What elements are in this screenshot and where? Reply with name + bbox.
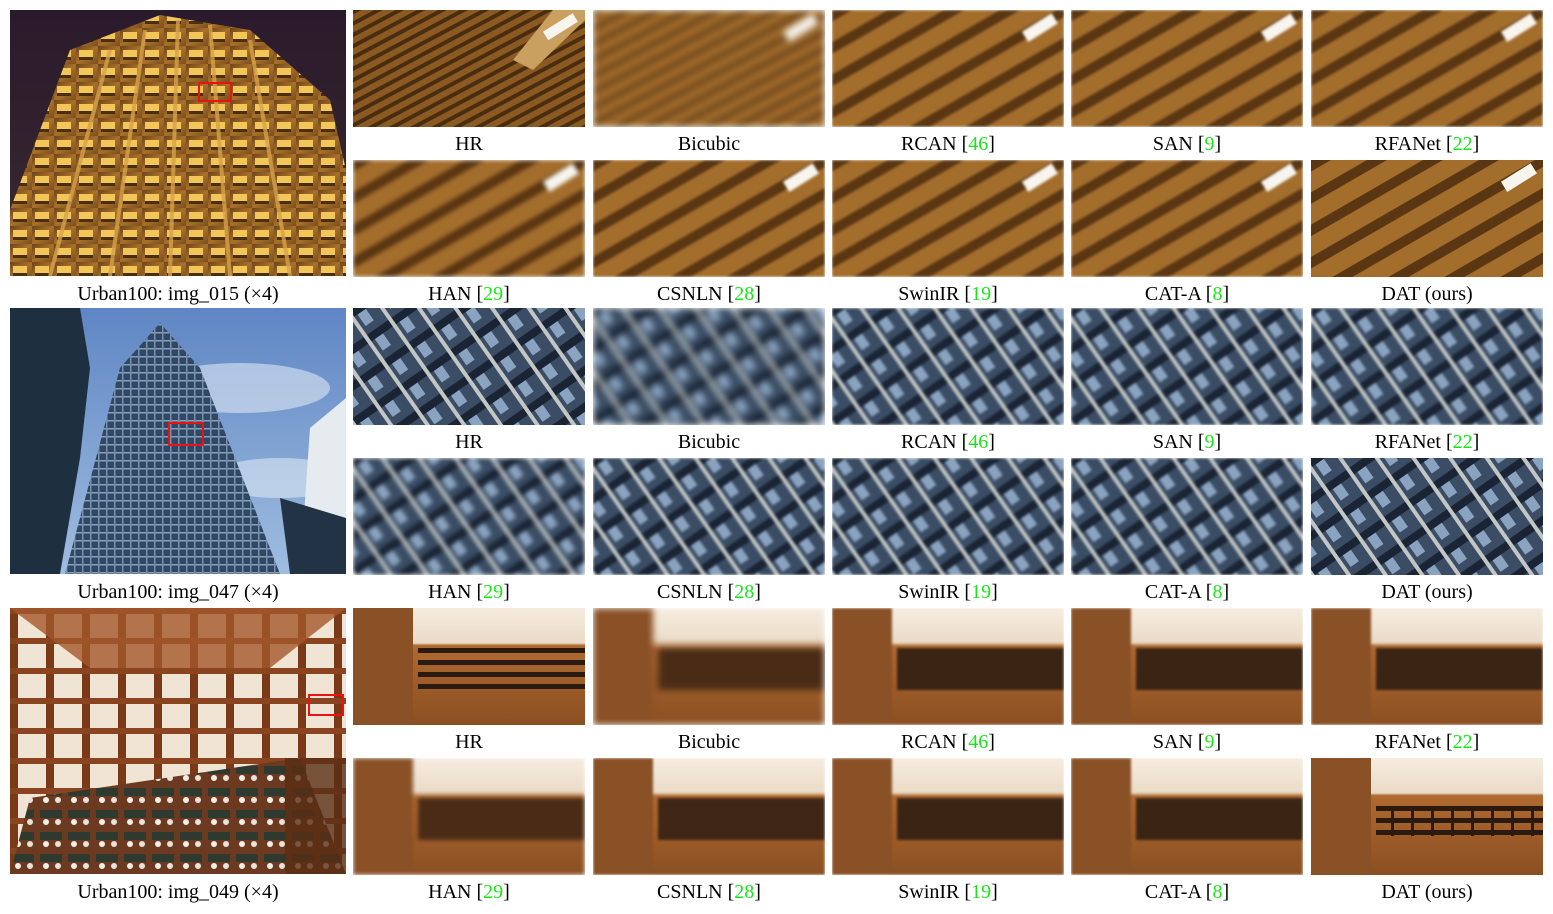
caption-rcan: RCAN [46] [901,731,995,753]
crop-hr [353,308,585,425]
caption-swinir: SwinIR [19] [898,581,998,603]
crop-swinir [832,758,1064,875]
caption-hr: HR [455,431,483,453]
caption-dat: DAT (ours) [1381,881,1473,903]
crop-han [353,458,585,575]
crop-rfanet [1311,308,1543,425]
crop-han [353,758,585,875]
crop-csnln [593,458,825,575]
main-image-img015 [10,10,346,276]
caption-cat-a: CAT-A [8] [1144,581,1230,603]
crop-rfanet [1311,608,1543,725]
caption-csnln: CSNLN [28] [657,283,761,305]
caption-csnln: CSNLN [28] [657,581,761,603]
caption-cat-a: CAT-A [8] [1144,881,1230,903]
main-image-img049 [10,608,346,874]
caption-rcan: RCAN [46] [901,133,995,155]
crop-san [1071,608,1303,725]
crop-han [353,160,585,277]
main-caption: Urban100: img_047 (×4) [77,581,279,603]
crop-bicubic [593,10,825,127]
crop-dat [1311,458,1543,575]
crop-csnln [593,758,825,875]
crop-cat-a [1071,160,1303,277]
crop-swinir [832,160,1064,277]
caption-swinir: SwinIR [19] [898,881,998,903]
crop-rfanet [1311,10,1543,127]
roi-box [168,422,204,446]
main-image-img047 [10,308,346,574]
caption-rfanet: RFANet [22] [1374,731,1480,753]
crop-bicubic [593,308,825,425]
caption-dat: DAT (ours) [1381,581,1473,603]
comparison-group-img015: Urban100: img_015 (×4) HR Bicubic RCAN [… [10,10,1543,310]
main-caption: Urban100: img_049 (×4) [77,881,279,903]
crop-csnln [593,160,825,277]
crop-rcan [832,608,1064,725]
crop-hr [353,10,585,127]
caption-rcan: RCAN [46] [901,431,995,453]
crop-cat-a [1071,458,1303,575]
caption-san: SAN [9] [1152,431,1222,453]
caption-dat: DAT (ours) [1381,283,1473,305]
caption-swinir: SwinIR [19] [898,283,998,305]
crop-rcan [832,10,1064,127]
crop-dat [1311,758,1543,875]
caption-san: SAN [9] [1152,133,1222,155]
caption-bicubic: Bicubic [677,731,741,753]
caption-rfanet: RFANet [22] [1374,133,1480,155]
caption-rfanet: RFANet [22] [1374,431,1480,453]
caption-han: HAN [29] [428,881,510,903]
caption-bicubic: Bicubic [677,133,741,155]
caption-hr: HR [455,133,483,155]
caption-han: HAN [29] [428,581,510,603]
crop-dat [1311,160,1543,277]
crop-bicubic [593,608,825,725]
crop-san [1071,10,1303,127]
main-caption: Urban100: img_015 (×4) [77,283,279,305]
caption-csnln: CSNLN [28] [657,881,761,903]
crop-san [1071,308,1303,425]
caption-san: SAN [9] [1152,731,1222,753]
comparison-group-img049: Urban100: img_049 (×4) HR Bicubic RCAN [… [10,608,1543,908]
caption-cat-a: CAT-A [8] [1144,283,1230,305]
comparison-group-img047: Urban100: img_047 (×4) HR Bicubic RCAN [… [10,308,1543,608]
caption-bicubic: Bicubic [677,431,741,453]
crop-rcan [832,308,1064,425]
caption-hr: HR [455,731,483,753]
crop-cat-a [1071,758,1303,875]
roi-box [308,694,344,716]
crop-hr [353,608,585,725]
crop-swinir [832,458,1064,575]
roi-box [198,82,232,102]
caption-han: HAN [29] [428,283,510,305]
